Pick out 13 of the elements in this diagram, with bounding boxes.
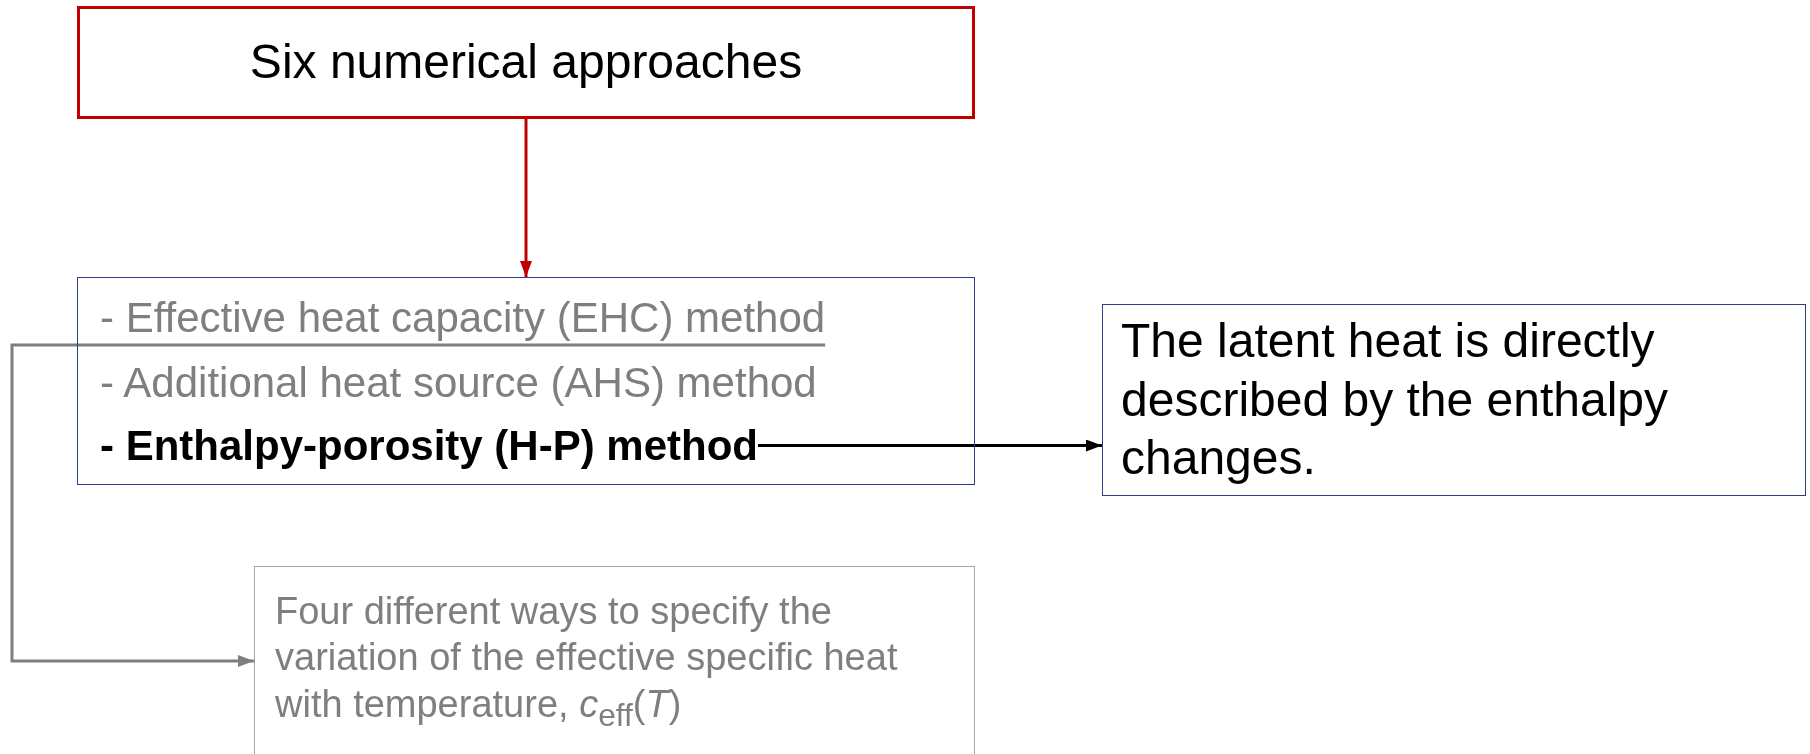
arrow: [758, 439, 1102, 452]
box-text: Four different ways to specify the variation of the effective specific heat with temperature, c$_{eff}$(T): [275, 589, 899, 734]
arrow: [520, 119, 532, 277]
description-box: [1102, 304, 1806, 496]
note-box: [254, 566, 975, 754]
method-item: - Additional heat source (AHS) method: [100, 357, 817, 408]
title-box: [77, 6, 975, 119]
method-item: - Effective heat capacity (EHC) method: [100, 292, 826, 343]
box-text: Six numerical approaches: [249, 34, 803, 91]
arrow: [10, 343, 826, 667]
method-list-box: [77, 277, 975, 485]
box-text: The latent heat is directly described by the enthalpy changes.: [1121, 313, 1670, 487]
method-item: - Enthalpy-porosity (H-P) method: [100, 420, 758, 471]
